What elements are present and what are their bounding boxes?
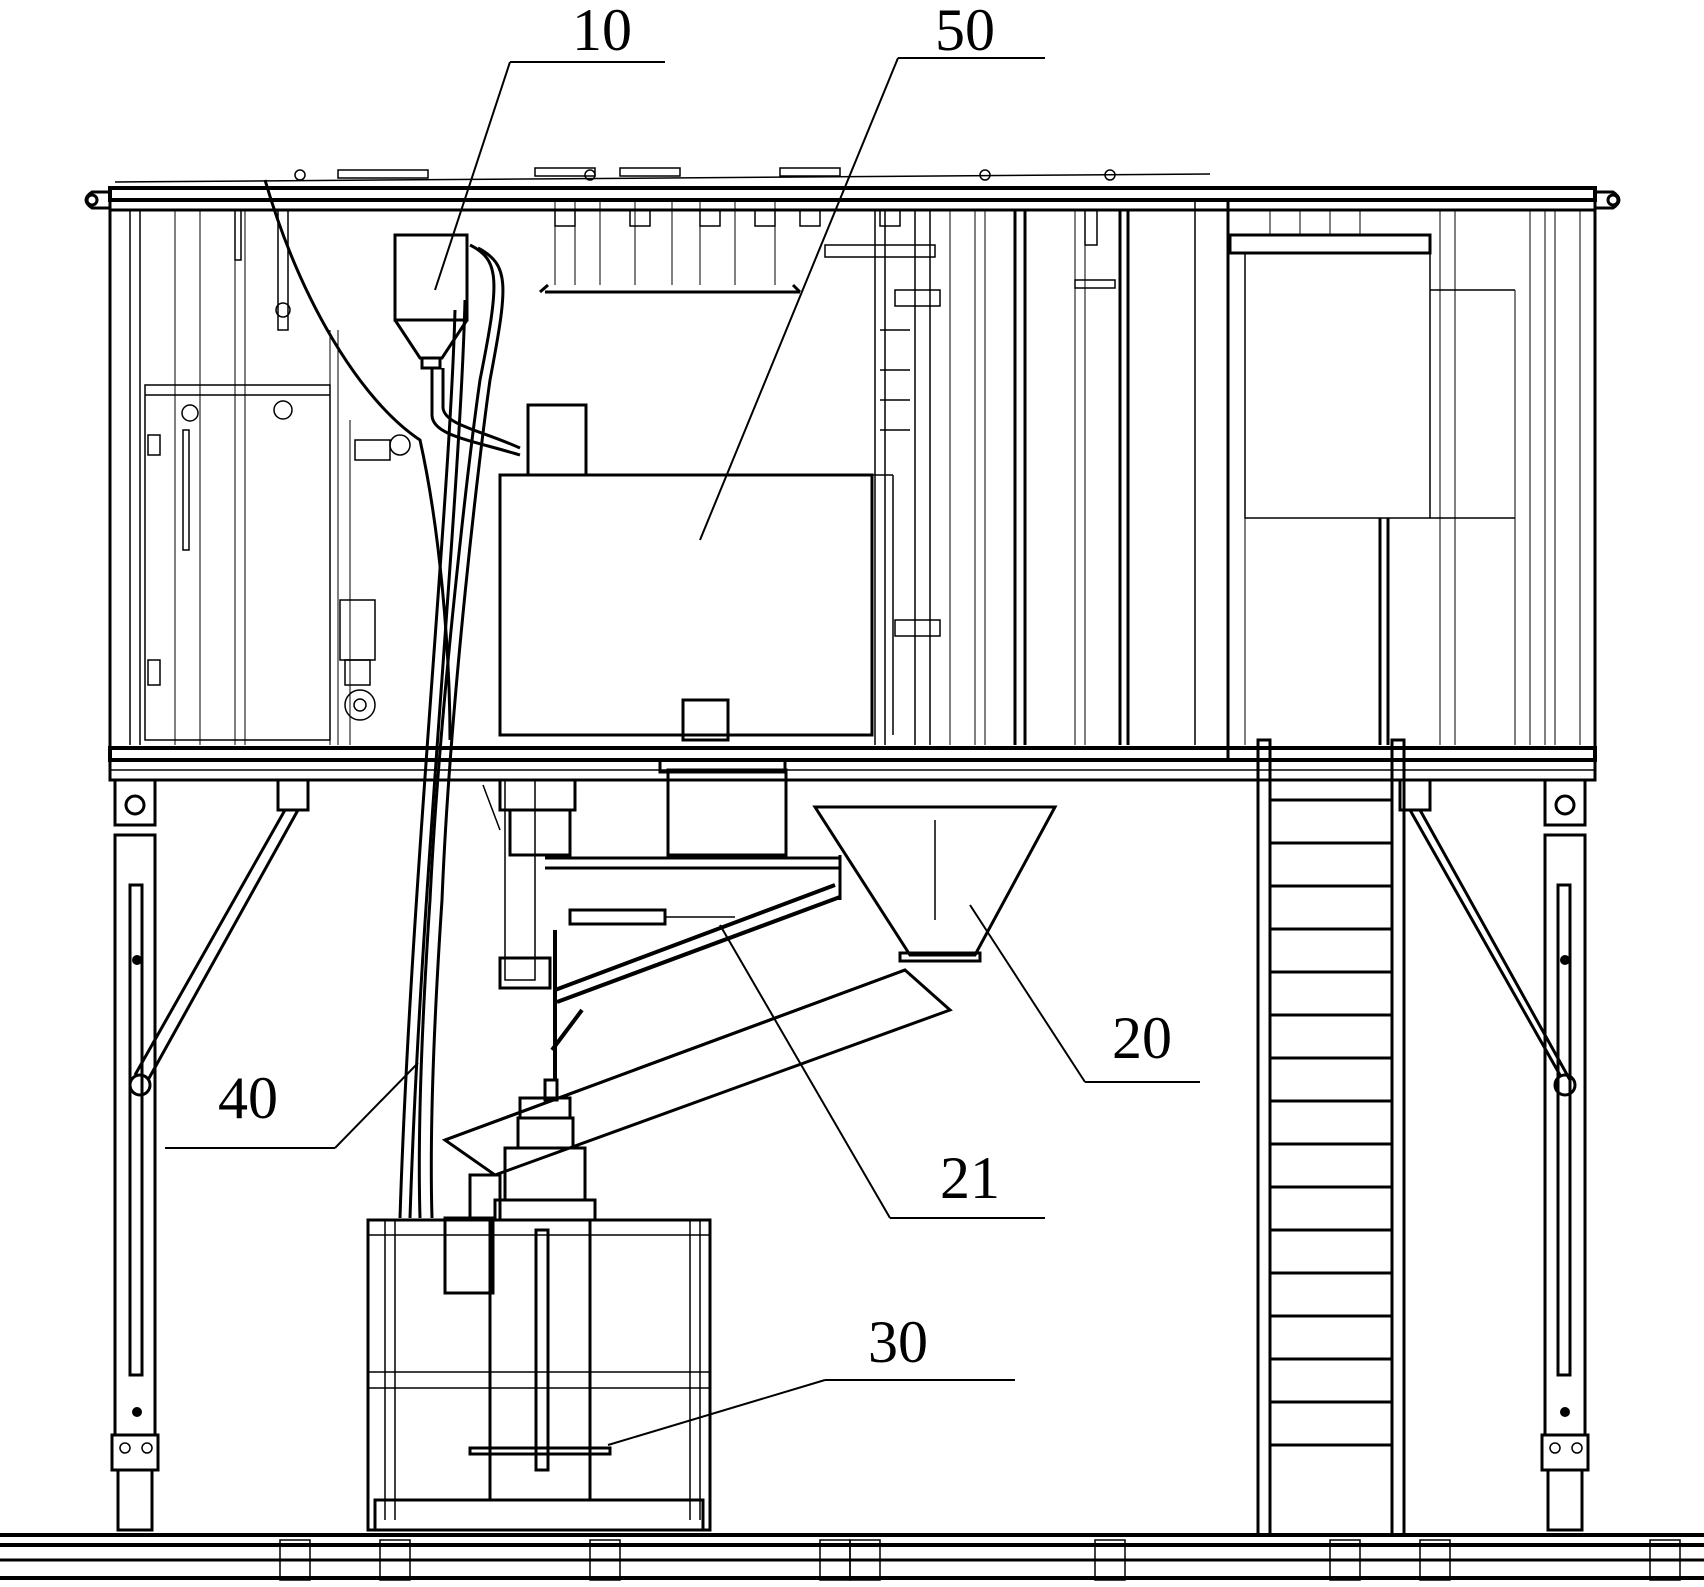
powder-hopper — [393, 233, 469, 370]
rail-splice-plate — [279, 1539, 311, 1581]
rail-splice-plate — [1419, 1539, 1451, 1581]
storage-tank — [498, 200, 936, 742]
callout-40-label: 40 — [218, 1065, 278, 1131]
mixer-tank — [366, 1096, 712, 1532]
feed-funnel — [812, 805, 1058, 963]
rail-splice-plate — [1649, 1539, 1681, 1581]
callout-21-label: 21 — [940, 1145, 1000, 1211]
rail-splice-plate — [1094, 1539, 1126, 1581]
right-bay — [1228, 210, 1581, 745]
rail-splice-plate — [589, 1539, 621, 1581]
container-frame — [84, 167, 1621, 782]
left-bay — [129, 209, 411, 745]
callouts-lower: 20 21 40 30 — [165, 904, 1200, 1446]
rail-splice-plate — [849, 1539, 881, 1581]
stair-ladder — [1256, 738, 1406, 1537]
callout-30-label: 30 — [868, 1309, 928, 1375]
cutaway-curve — [263, 179, 452, 741]
rail-splice-plate — [1329, 1539, 1361, 1581]
middle-bay — [874, 200, 1230, 760]
right-leg — [1398, 778, 1590, 1532]
callout-10-label: 10 — [572, 0, 632, 63]
hoses — [398, 243, 521, 1219]
inclined-chute — [441, 883, 953, 1177]
callout-50-label: 50 — [935, 0, 995, 63]
ground-rail — [0, 1533, 1704, 1581]
callouts: 10 50 — [434, 0, 1045, 541]
callout-20-label: 20 — [1112, 1005, 1172, 1071]
left-leg — [110, 778, 310, 1532]
rail-splice-plate — [379, 1539, 411, 1581]
chute-mechanism — [482, 758, 842, 990]
